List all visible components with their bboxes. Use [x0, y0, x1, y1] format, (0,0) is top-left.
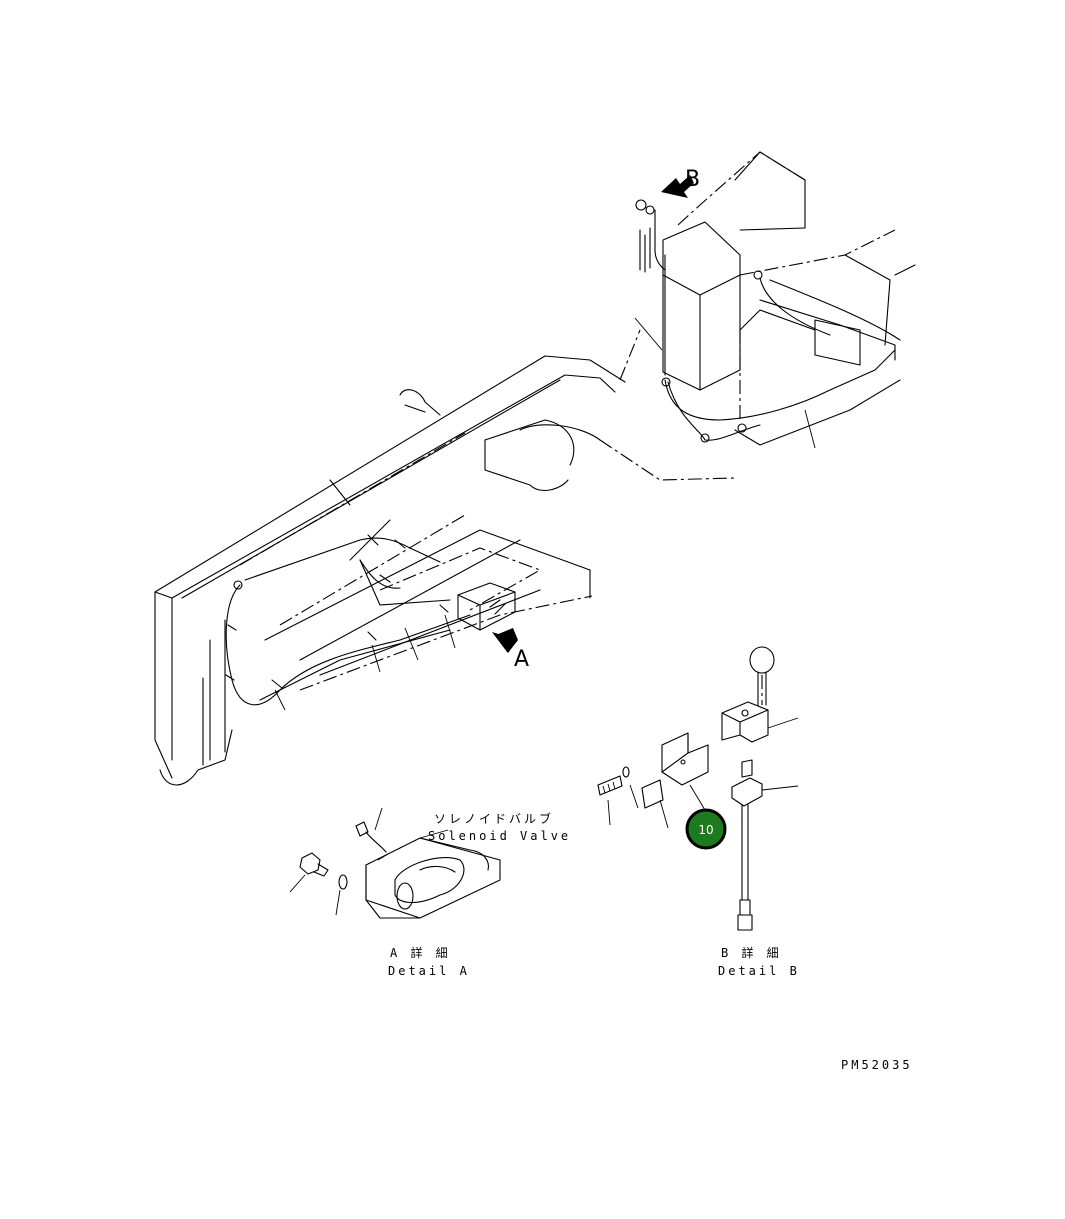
- view-letter-b: B: [685, 167, 700, 192]
- part-badge-circle[interactable]: [685, 808, 727, 850]
- detail-a-drawing: [289, 807, 501, 919]
- drawing-code: PM52035: [841, 1058, 913, 1072]
- leader-lines: [274, 317, 816, 711]
- part-number-badge[interactable]: 10: [685, 808, 727, 850]
- solenoid-valve-label-jp: ソレノイドバルブ: [434, 811, 554, 826]
- view-arrow-b: B: [661, 167, 700, 198]
- detail-a-title-jp: A 詳 細: [390, 945, 451, 960]
- detail-a-title-en: Detail A: [388, 964, 470, 978]
- solenoid-valve-label-en: Solenoid Valve: [428, 829, 571, 843]
- detail-b-title-en: Detail B: [718, 964, 800, 978]
- detail-b-drawing: [597, 646, 799, 931]
- part-badge-number[interactable]: 10: [698, 823, 713, 837]
- view-letter-a: A: [514, 647, 529, 672]
- detail-b-title-jp: B 詳 細: [721, 945, 782, 960]
- wire-harness-drawing: [225, 199, 896, 706]
- solenoid-valve-mount: [457, 582, 516, 631]
- view-arrow-a: A: [492, 628, 529, 672]
- main-frame-drawing: [154, 151, 916, 786]
